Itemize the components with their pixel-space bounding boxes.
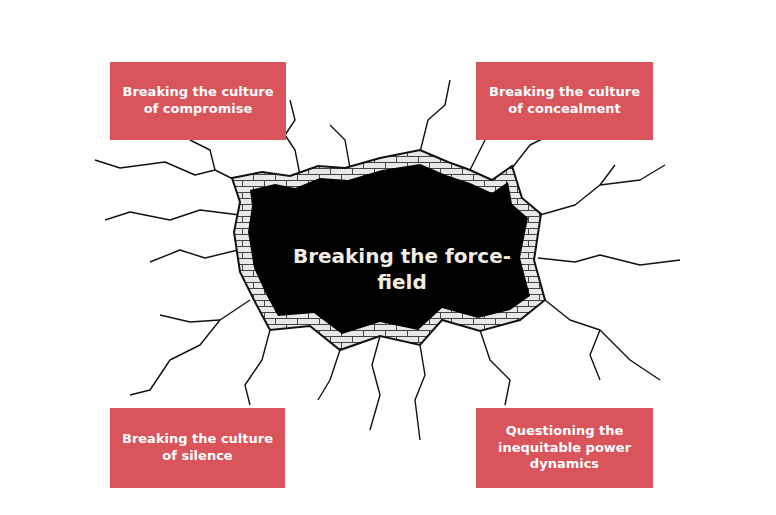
node-text: Breaking the culture of compromise [118,84,278,118]
wall-edge [232,150,545,350]
process-box: Breaking the culture of silence [110,408,285,488]
process-box: Questioning the inequitable power dynami… [476,408,653,488]
node-text: Breaking the culture of silence [118,431,277,465]
node-text: Breaking the culture of concealment [484,84,645,118]
node-text: Breaking the force-field [288,243,516,295]
node-text: Questioning the inequitable power dynami… [484,423,645,474]
hole [248,164,530,334]
center-label-shape: Breaking the force-field [288,232,516,306]
process-box: Breaking the culture of compromise [110,62,286,140]
process-box: Breaking the culture of concealment [476,62,653,140]
